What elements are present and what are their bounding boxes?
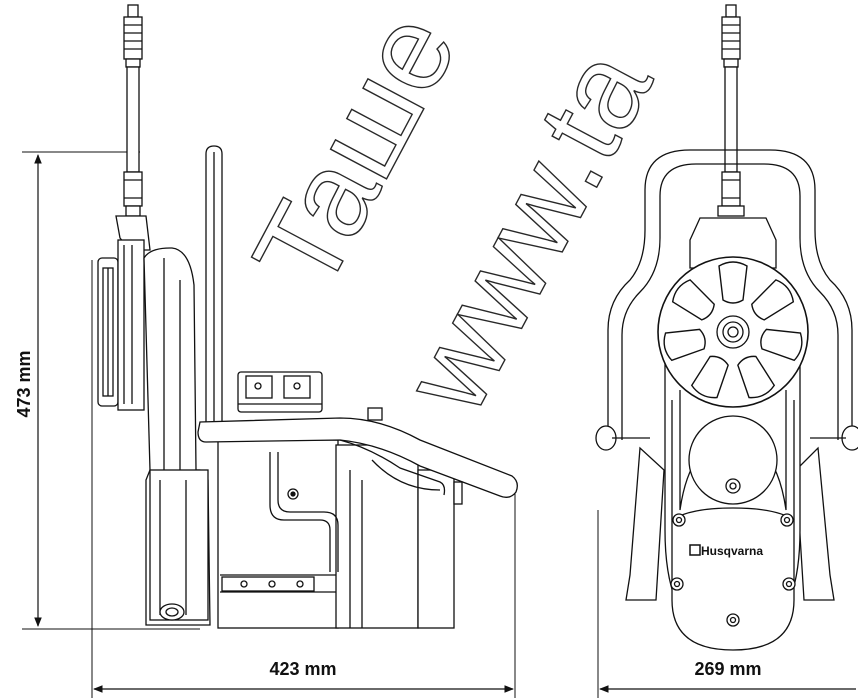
grip-pad (663, 328, 706, 362)
husqvarna-logo: Husqvarna (689, 544, 763, 558)
front-width-label: 269 mm (694, 659, 761, 679)
grip-pad (690, 355, 729, 399)
side-width-dimension: 423 mm (91, 260, 516, 698)
logo-text: Husqvarna (701, 544, 763, 558)
side-hose-fitting (123, 4, 143, 217)
watermark: Taшe www.ta (227, 0, 678, 434)
height-label: 473 mm (14, 350, 34, 417)
pulley-grip-pads (663, 261, 803, 399)
grip-pad (751, 279, 795, 321)
front-width-dimension: 269 mm (597, 510, 856, 698)
grip-pad (760, 328, 803, 362)
front-hose-fitting (717, 4, 745, 217)
height-dimension: 473 mm (14, 151, 200, 630)
side-width-label: 423 mm (269, 659, 336, 679)
grip-pad (671, 279, 715, 321)
grip-pad (737, 355, 776, 399)
side-view (97, 4, 518, 629)
grip-pad (718, 261, 748, 304)
